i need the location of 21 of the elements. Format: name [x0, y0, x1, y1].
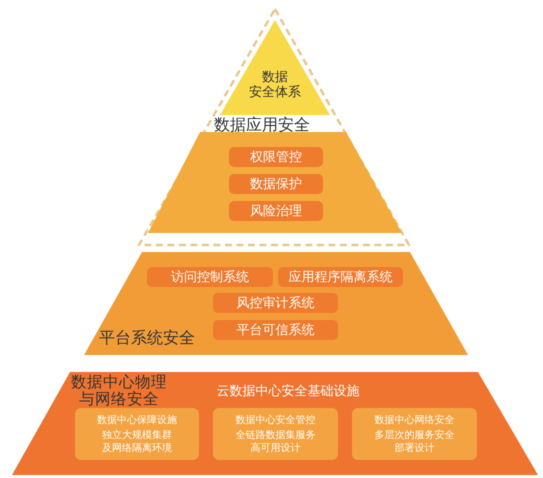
capability-tag: 平台可信系统	[213, 320, 338, 340]
capability-tag: 应用程序隔离系统	[278, 267, 403, 287]
tier-label: 数据应用安全	[214, 116, 310, 134]
tier-label: 平台系统安全	[99, 329, 195, 347]
card-text: 全链路数据集服务高可用设计	[234, 430, 316, 455]
capability-tag: 权限管控	[229, 147, 323, 167]
tier-label: 数据中心物理与网络安全	[70, 374, 168, 408]
info-card	[213, 408, 338, 460]
capability-tag: 风控审计系统	[213, 293, 338, 313]
tier-label: 数据安全体系	[248, 70, 302, 100]
card-heading: 数据中心安全管控	[236, 415, 316, 427]
tier-subtitle: 云数据中心安全基础设施	[216, 384, 360, 400]
card-text: 多层次的服务安全部署设计	[374, 430, 456, 455]
card-text: 独立大规模集群及网络隔离环境	[101, 430, 173, 455]
info-card	[352, 408, 477, 460]
card-heading: 数据中心保障设施	[97, 415, 177, 427]
card-heading: 数据中心网络安全	[374, 415, 454, 427]
capability-tag: 风险治理	[229, 201, 323, 221]
capability-tag: 访问控制系统	[147, 267, 273, 287]
capability-tag: 数据保护	[229, 174, 323, 194]
info-card	[75, 408, 199, 460]
